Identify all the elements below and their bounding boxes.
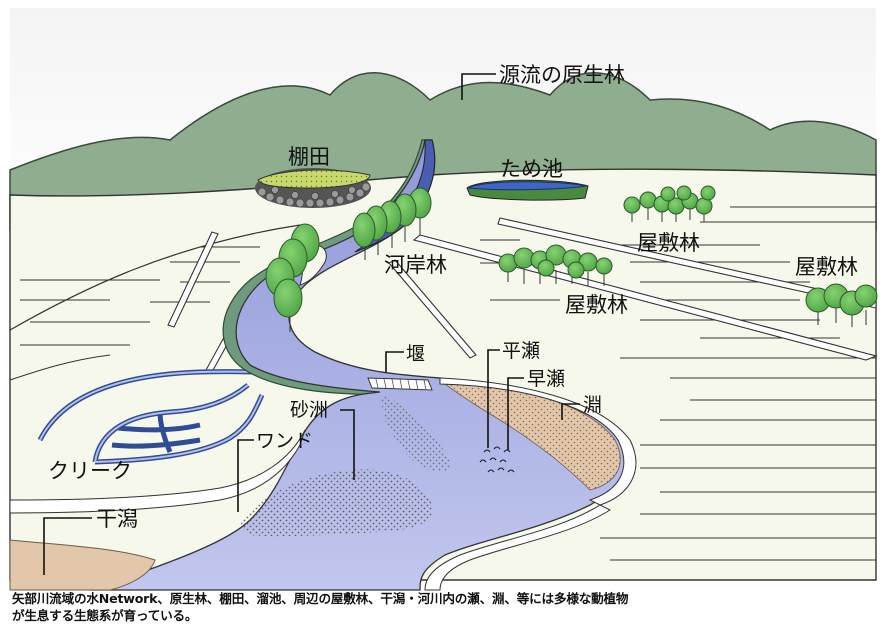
label-weir: 堰 [406,343,425,365]
land [9,168,877,581]
homestead-trees-3 [805,283,878,327]
label-creek: クリーク [48,459,132,483]
label-source-forest: 源流の原生林 [499,63,625,87]
label-homestead-forest-2: 屋敷林 [565,293,628,317]
bank-right [439,377,637,506]
rapids-marks [479,446,515,473]
label-homestead-forest-3: 屋敷林 [795,255,858,279]
label-pond: ため池 [500,157,563,181]
caption: 矢部川流域の水Network、原生林、棚田、溜池、周辺の屋敷林、干潟・河川内の瀬… [12,590,878,624]
river [89,139,628,591]
label-rapids: 早瀬 [527,368,565,390]
terraced-fields [255,168,371,208]
field-lines [20,206,876,561]
label-homestead-forest-1: 屋敷林 [637,231,700,255]
homestead-trees-1 [623,185,716,222]
sandbar-dotted [240,469,433,537]
caption-line-2: が生息する生態系が育っている。 [12,608,198,623]
label-shallows: 平瀬 [502,340,540,362]
label-tidal-flat: 干潟 [96,507,138,531]
riverside-trees [265,187,432,332]
homestead-trees-2 [498,244,613,286]
leader-lines [43,73,580,575]
hill-ridge [9,224,301,331]
label-wando: ワンド [256,430,313,452]
label-riverside-forest: 河岸林 [384,253,447,277]
hill-contour [9,354,111,381]
sandbar-upper [380,395,451,472]
lower-bank [9,429,306,514]
bank-right-lower [424,504,612,591]
tidal-flat [9,539,156,591]
weir [367,377,433,391]
pond [466,179,589,201]
caption-line-1: 矢部川流域の水Network、原生林、棚田、溜池、周辺の屋敷林、干潟・河川内の瀬… [12,591,629,606]
label-terraced-fields: 棚田 [288,145,330,169]
label-sandbar: 砂洲 [290,399,328,421]
label-deep-pool: 淵 [583,394,602,416]
